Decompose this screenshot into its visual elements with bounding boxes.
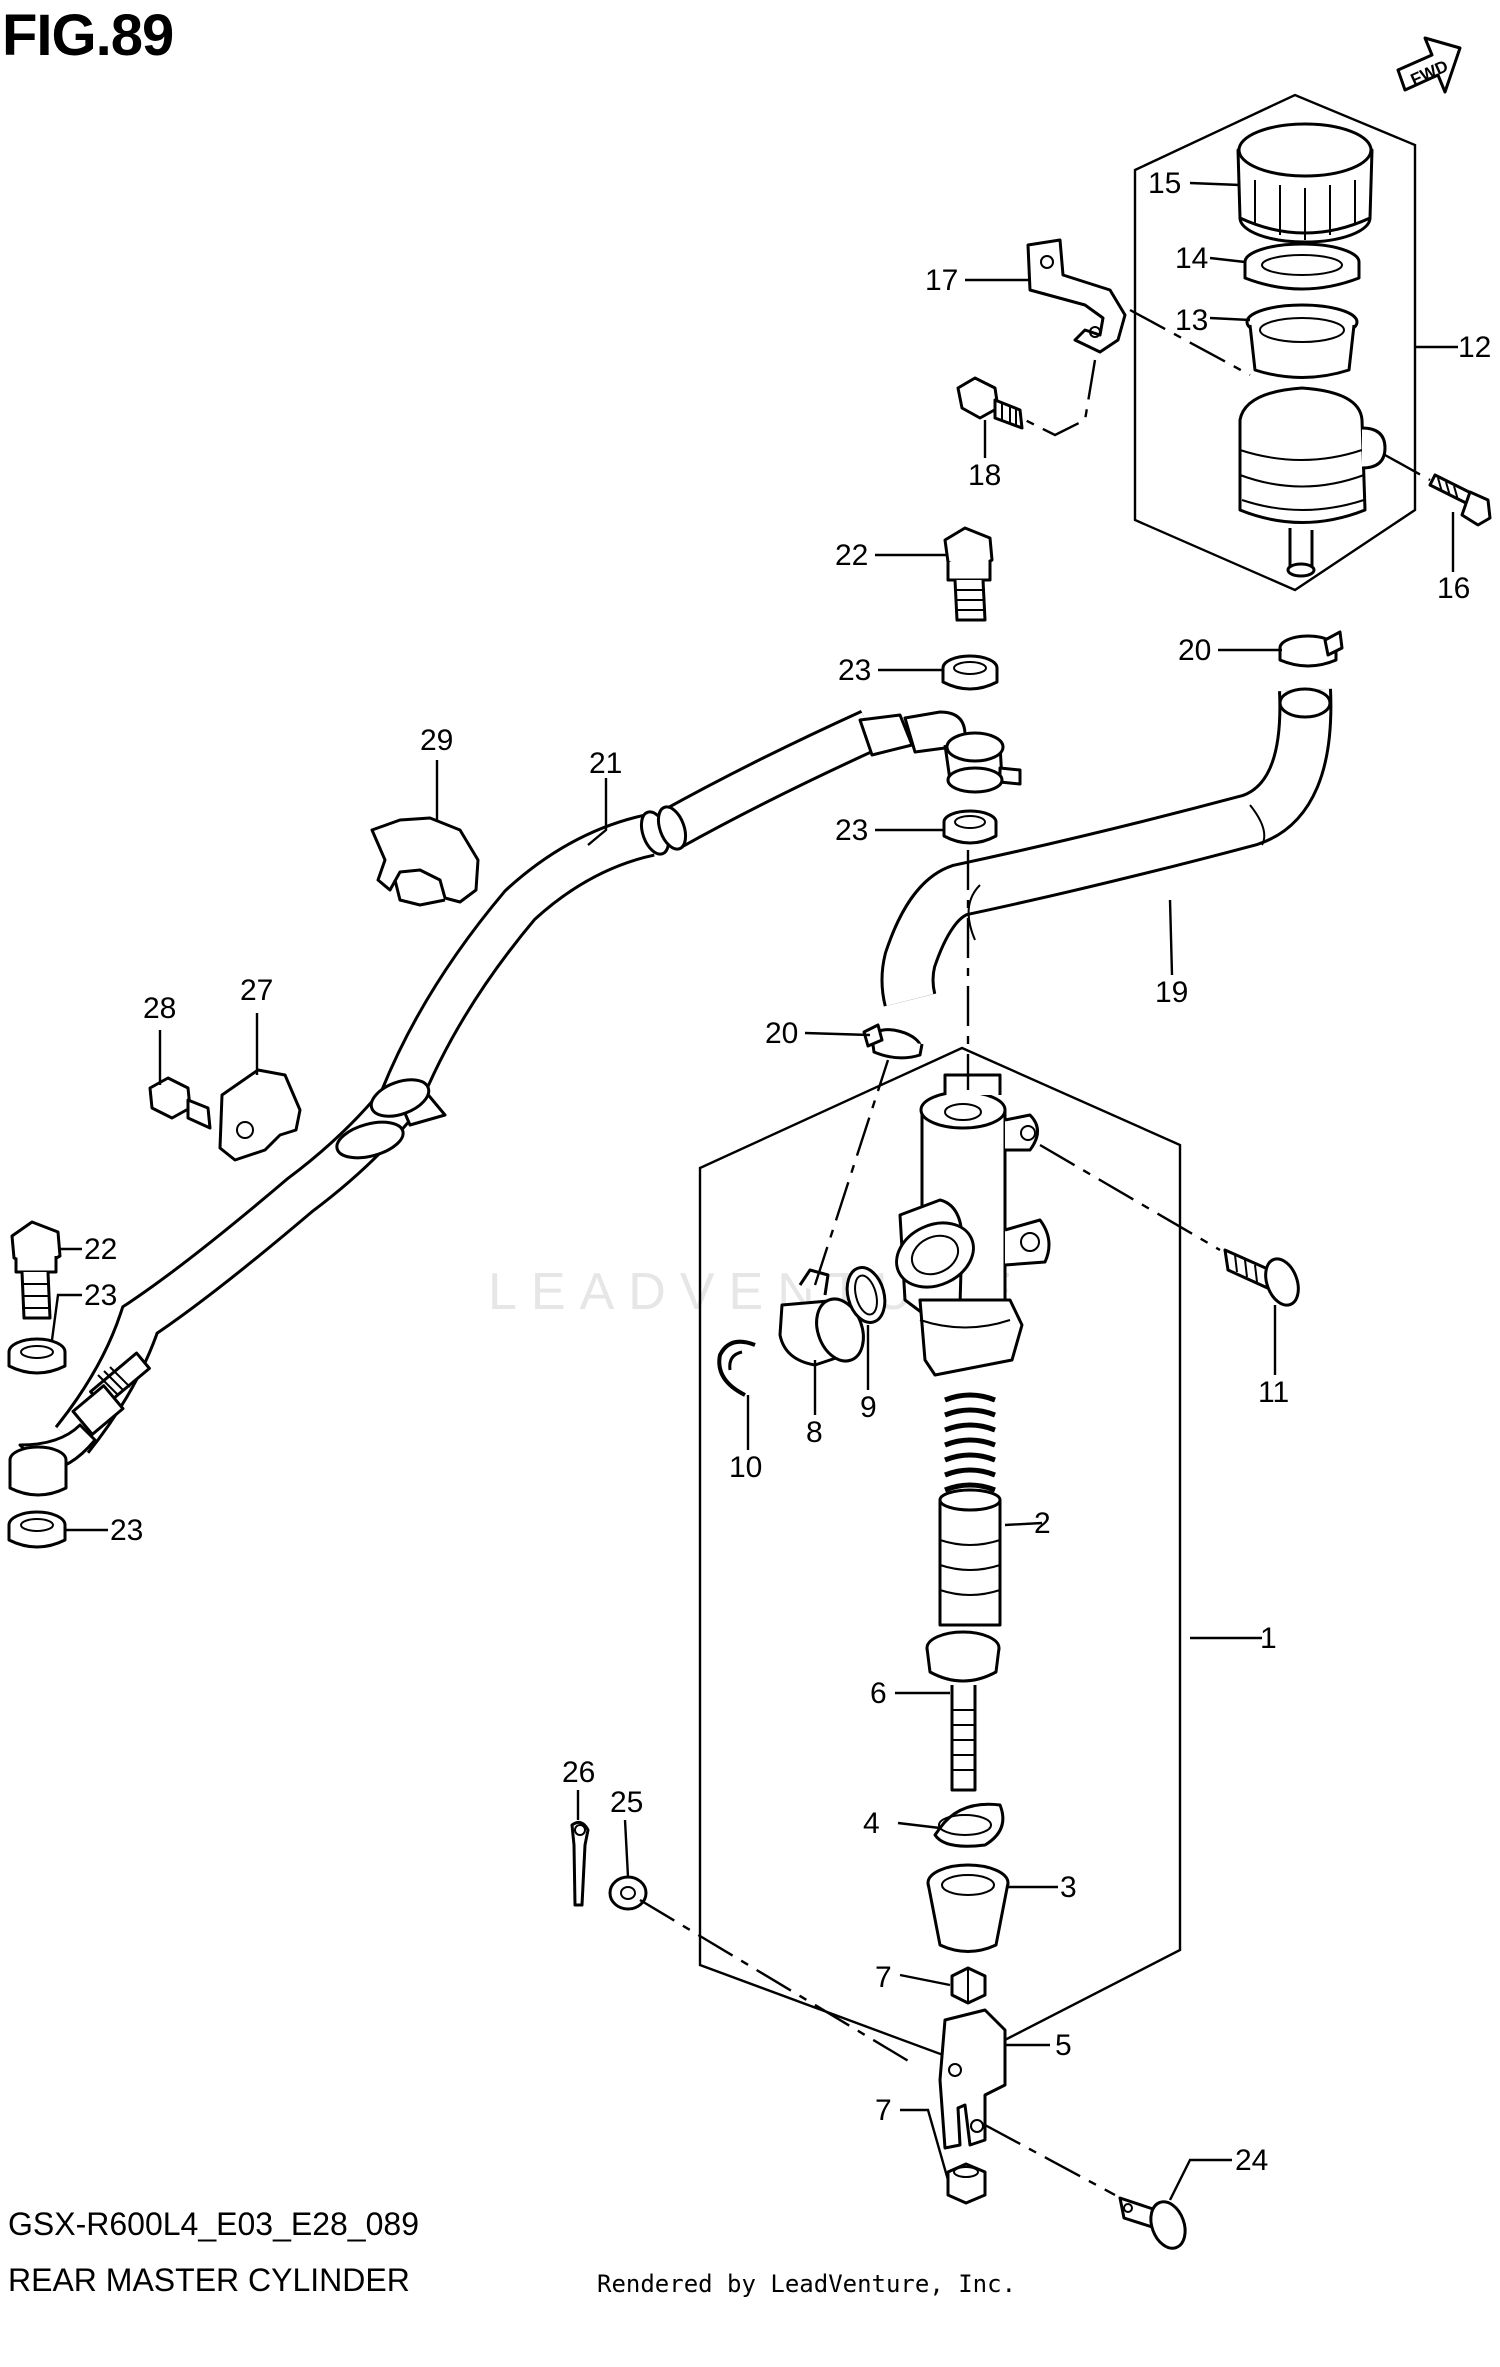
callout-12: 12: [1458, 331, 1491, 364]
callout-25: 25: [610, 1786, 643, 1819]
callout-10: 10: [729, 1451, 762, 1484]
part-reservoir-hose: [880, 687, 1333, 1007]
callout-2: 2: [1034, 1507, 1051, 1540]
part-reservoir-screw: [1428, 473, 1492, 527]
callout-29: 29: [420, 724, 453, 757]
callout-11: 11: [1258, 1376, 1289, 1409]
leader-lines: [50, 181, 1458, 2201]
part-reservoir-bracket: [1026, 238, 1127, 354]
callout-26: 26: [562, 1756, 595, 1789]
part-snap-ring: [717, 1339, 756, 1397]
callout-21: 21: [589, 747, 622, 780]
part-body-screw: [1223, 1248, 1300, 1307]
part-washer-b: [942, 809, 998, 845]
fwd-arrow-icon: FWD: [1396, 36, 1462, 94]
callout-14: 14: [1175, 242, 1208, 275]
callout-22-upper: 22: [835, 539, 868, 572]
part-o-ring: [845, 1266, 887, 1324]
callout-23-d: 23: [110, 1514, 143, 1547]
master-cylinder-group-box: [698, 1046, 1182, 2064]
part-nut-upper: [950, 1966, 987, 2005]
callout-24: 24: [1235, 2144, 1268, 2177]
callout-15: 15: [1148, 167, 1181, 200]
part-diaphragm-plate: [1243, 242, 1361, 291]
part-push-rod: [925, 1630, 1001, 1792]
part-hose-guide: [218, 1068, 302, 1162]
part-hose-clip-lower: [862, 1023, 924, 1060]
part-washer-a: [941, 654, 999, 691]
part-reservoir-cap: [1236, 122, 1374, 244]
part-nut-lower: [946, 2162, 987, 2205]
part-boot: [926, 1863, 1010, 1953]
part-cotter-pin: [570, 1820, 590, 1907]
part-clevis-pin: [1118, 2196, 1187, 2250]
callout-20-lower: 20: [765, 1017, 798, 1050]
part-hose-clip-upper: [1278, 630, 1344, 668]
callout-23-b: 23: [835, 814, 868, 847]
part-union-bolt-top: [943, 526, 994, 622]
callout-18: 18: [968, 459, 1001, 492]
part-cylinder-body: [895, 1073, 1051, 1377]
callout-23-a: 23: [838, 654, 871, 687]
part-diaphragm: [1245, 303, 1359, 379]
figure-name: REAR MASTER CYLINDER: [8, 2262, 410, 2298]
callout-19: 19: [1155, 976, 1188, 1009]
callout-1: 1: [1260, 1622, 1277, 1655]
part-plain-washer: [608, 1875, 648, 1911]
part-washer-c: [7, 1337, 67, 1375]
callout-5: 5: [1055, 2029, 1072, 2062]
callout-6: 6: [870, 1677, 887, 1710]
part-circlip: [933, 1802, 1005, 1848]
part-guide-bolt: [148, 1076, 212, 1130]
callout-8: 8: [806, 1416, 823, 1449]
callout-28: 28: [143, 992, 176, 1025]
callout-17: 17: [925, 264, 958, 297]
callout-20-upper: 20: [1178, 634, 1211, 667]
part-piston-spring: [938, 1392, 1002, 1627]
part-bracket-bolt: [956, 376, 1024, 430]
callout-7-upper: 7: [875, 1961, 892, 1994]
part-reservoir-body: [1238, 386, 1387, 578]
part-clevis: [938, 2008, 1007, 2150]
callout-labels: 1 2 3 4 5 6 7 7 8 9 10 11 12 13 14 15 16…: [84, 167, 1491, 2177]
assembly-lines: [639, 308, 1431, 2197]
part-hose-fitting: [778, 1268, 865, 1367]
reservoir-group-box: [1133, 93, 1417, 592]
figure-code: GSX-R600L4_E03_E28_089: [8, 2206, 419, 2242]
figure-title: FIG.89: [2, 3, 174, 68]
callout-7-lower: 7: [875, 2094, 892, 2127]
part-brake-hose: [8, 709, 1022, 1497]
callout-9: 9: [860, 1391, 877, 1424]
part-washer-d: [7, 1510, 67, 1549]
callout-3: 3: [1060, 1871, 1077, 1904]
callout-22-lower: 22: [84, 1233, 117, 1266]
part-union-bolt-lower: [10, 1220, 62, 1320]
callout-27: 27: [240, 974, 273, 1007]
render-credit: Rendered by LeadVenture, Inc.: [597, 2270, 1017, 2298]
callout-16: 16: [1437, 572, 1470, 605]
callout-23-c: 23: [84, 1279, 117, 1312]
callout-13: 13: [1175, 304, 1208, 337]
callout-4: 4: [863, 1807, 880, 1840]
part-hose-clamp: [370, 816, 480, 907]
